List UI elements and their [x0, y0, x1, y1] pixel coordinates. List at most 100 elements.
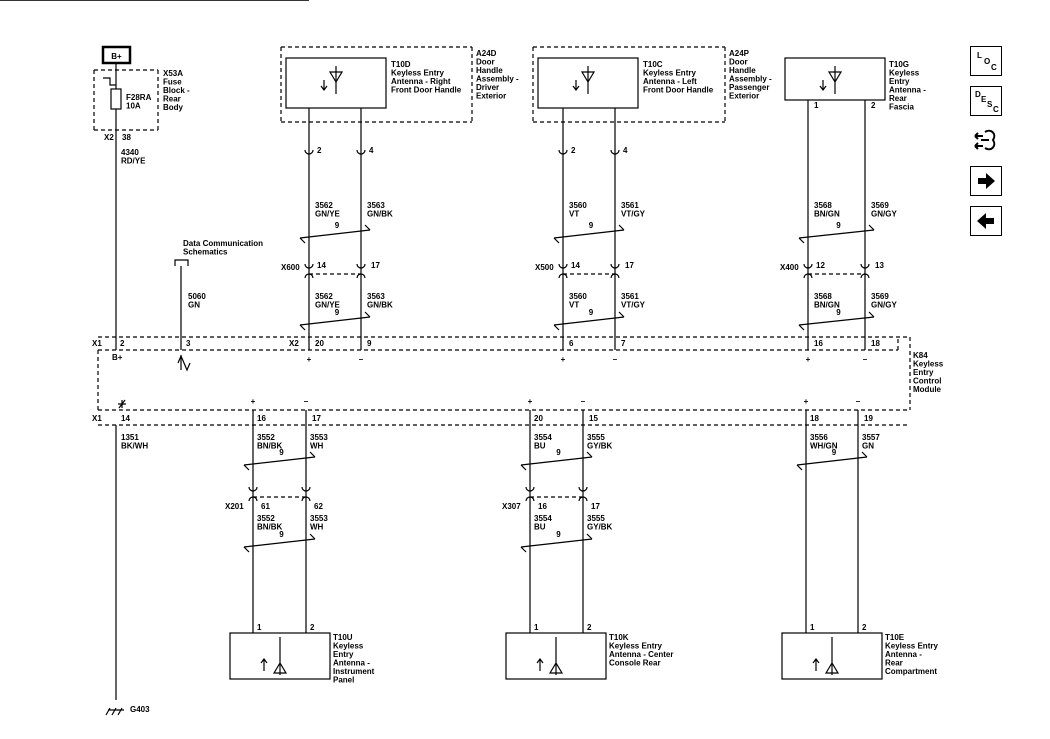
- assembly-label: Door: [729, 58, 748, 67]
- signal-arrow-icon: [812, 658, 820, 671]
- antenna-label: Compartment: [885, 667, 937, 676]
- twist-count: 9: [335, 221, 340, 230]
- twisted-pair-mark: [553, 311, 625, 326]
- loc-letter-o: O: [984, 57, 990, 66]
- polarity-plus: +: [804, 397, 809, 406]
- twisted-pair-mark: [796, 451, 868, 466]
- wire-label: BN/GN: [814, 210, 840, 219]
- wire-label: 3552: [257, 514, 275, 523]
- twisted-pair-mark: [796, 464, 803, 471]
- module-ground-icon: [118, 399, 126, 409]
- pin-number: 14: [571, 261, 580, 270]
- wire-label: GN/GY: [871, 301, 897, 310]
- pin-number: 1: [814, 101, 819, 110]
- antenna-icon: [328, 66, 344, 94]
- module-connector: X2: [289, 339, 299, 348]
- twist-count: 9: [556, 530, 561, 539]
- pin-number: 2: [317, 146, 322, 155]
- antenna-label: Antenna -: [885, 650, 922, 659]
- wire-label: 3561: [621, 201, 639, 210]
- connector-terminal: [525, 486, 535, 492]
- antenna-icon: [272, 637, 288, 675]
- data-comm-label: Data Communication: [183, 239, 263, 248]
- ground-name: G403: [130, 705, 150, 714]
- inline-connector-name: X201: [225, 502, 244, 511]
- desc-icon[interactable]: D E S C: [970, 86, 1002, 116]
- antenna-label: Front Door Handle: [391, 86, 462, 95]
- desc-letter-s: S: [987, 100, 993, 109]
- antenna-box: [505, 632, 607, 680]
- antenna-label: Panel: [333, 676, 354, 685]
- twisted-pair-mark: [553, 224, 625, 239]
- connector-terminal: [301, 496, 311, 502]
- antenna-label: Antenna -: [889, 86, 926, 95]
- wire-label: 3552: [257, 433, 275, 442]
- signal-arrow-icon: [320, 80, 328, 91]
- wire-label: GN/GY: [871, 210, 897, 219]
- pin-number: 61: [261, 502, 270, 511]
- pin-number: 17: [625, 261, 634, 270]
- polarity-minus: –: [304, 397, 309, 406]
- twist-count: 9: [279, 530, 284, 539]
- inline-connector-name: X600: [281, 263, 300, 272]
- inline-connector-name: X307: [502, 502, 521, 511]
- pin-number: 4: [623, 146, 628, 155]
- twisted-pair-mark: [299, 311, 371, 326]
- wire-label: 3557: [862, 433, 880, 442]
- assembly-label: Exterior: [729, 92, 759, 101]
- module-label: Module: [913, 385, 942, 394]
- module-pin: 16: [814, 339, 823, 348]
- wire-label: GN: [862, 442, 874, 451]
- module-bplus: B+: [112, 353, 123, 362]
- module-pin: 14: [121, 414, 130, 423]
- twisted-pair-mark: [243, 533, 316, 548]
- antenna-label: Entry: [333, 650, 354, 659]
- pin-number: 1: [810, 623, 815, 632]
- fuse-wire-label: RD/YE: [121, 157, 146, 166]
- antenna-label: Console Rear: [609, 659, 661, 668]
- module-pin: 3: [186, 339, 191, 348]
- connector-terminal: [248, 486, 258, 492]
- module-pin: 19: [864, 414, 873, 423]
- module-pin: 15: [589, 414, 598, 423]
- twist-count: 9: [335, 308, 340, 317]
- connector-terminal: [304, 273, 314, 279]
- antenna-box: [784, 57, 886, 101]
- assembly-label: Handle: [729, 66, 756, 75]
- wire-label: VT: [569, 210, 579, 219]
- pin-number: 62: [314, 502, 323, 511]
- wire-label: 3568: [814, 201, 832, 210]
- connector-terminal: [558, 273, 568, 279]
- antenna-icon: [580, 66, 596, 94]
- wire-label: 3555: [587, 433, 605, 442]
- fuse-pin: 38: [122, 133, 131, 142]
- antenna-icon: [827, 66, 843, 94]
- antenna-label: Keyless: [333, 642, 364, 651]
- module-pin: 7: [621, 339, 626, 348]
- wire-label: 3561: [621, 292, 639, 301]
- previous-page-icon[interactable]: [970, 206, 1002, 236]
- next-page-icon[interactable]: [970, 166, 1002, 196]
- wire-label: VT: [569, 301, 579, 310]
- connector-terminal: [558, 263, 568, 269]
- antenna-label: Front Door Handle: [643, 86, 714, 95]
- module-pin: 2: [120, 339, 125, 348]
- wire-label: BN/GN: [814, 301, 840, 310]
- polarity-plus: +: [561, 355, 566, 364]
- twist-count: 9: [556, 448, 561, 457]
- connector-terminal: [610, 149, 620, 155]
- connector-terminal: [578, 496, 588, 502]
- connector-terminal: [525, 496, 535, 502]
- module-label: Control: [913, 377, 941, 386]
- connector-view-icon[interactable]: [970, 126, 1002, 156]
- connector-terminal: [860, 273, 870, 279]
- twisted-pair-mark: [520, 464, 527, 471]
- polarity-plus: +: [528, 397, 533, 406]
- connector-terminal: [301, 486, 311, 492]
- antenna-label: Antenna -: [333, 659, 370, 668]
- antenna-label: Rear: [885, 659, 903, 668]
- module-pin: 18: [871, 339, 880, 348]
- fuse-block-label: Block -: [163, 86, 190, 95]
- loc-icon[interactable]: L O C: [970, 46, 1002, 76]
